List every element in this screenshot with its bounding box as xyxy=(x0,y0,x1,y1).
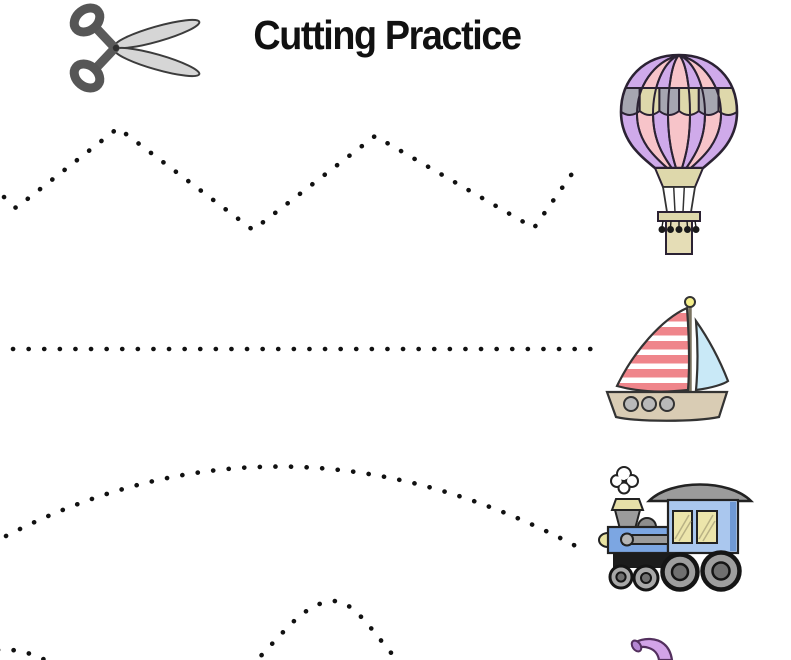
page-title: Cutting Practice xyxy=(253,12,522,58)
main-sail xyxy=(615,306,691,393)
sandbags xyxy=(658,220,700,233)
steam-dome xyxy=(636,517,658,528)
smoke-puff xyxy=(610,466,639,495)
train-illustration xyxy=(598,466,755,592)
undercarriage xyxy=(613,553,673,568)
cab-windows xyxy=(672,510,718,544)
portholes xyxy=(623,396,675,412)
mast-top-ball xyxy=(684,296,696,308)
wavy-cutting-line xyxy=(0,598,400,660)
zigzag-cutting-line xyxy=(1,125,579,233)
scissors-icon xyxy=(69,3,201,93)
cab-roof xyxy=(645,483,755,503)
wheels xyxy=(608,550,742,592)
jib-sail xyxy=(694,317,730,392)
curved-cutting-line xyxy=(3,464,588,554)
periscope-illustration xyxy=(630,637,674,660)
hot-air-balloon-illustration xyxy=(619,53,739,255)
sailboat-illustration xyxy=(605,296,730,422)
